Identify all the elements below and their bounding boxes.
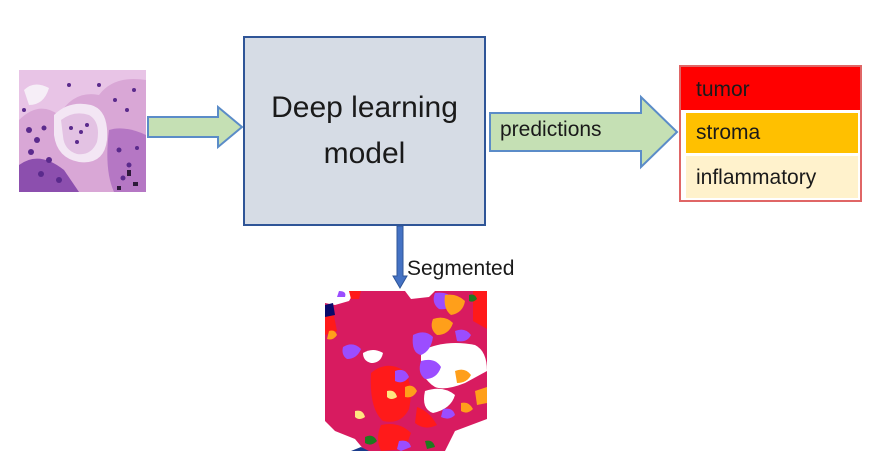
- segmentation-map-image: [325, 291, 487, 451]
- input-histology-image: [19, 70, 146, 192]
- legend-inflammatory: inflammatory: [686, 156, 858, 198]
- deep-learning-model-box: Deep learning model: [243, 36, 486, 226]
- input-to-model-arrow: [147, 104, 244, 150]
- model-label: Deep learning model: [271, 85, 458, 177]
- predictions-arrow: [489, 94, 679, 170]
- model-label-line-2: model: [323, 137, 406, 170]
- model-label-line-1: Deep learning: [271, 91, 458, 124]
- legend-tumor: tumor: [681, 67, 860, 110]
- class-legend: tumor stroma inflammatory: [679, 65, 862, 202]
- segmented-arrow: [392, 225, 408, 289]
- segmented-label: Segmented: [407, 257, 515, 280]
- predictions-label: predictions: [500, 118, 602, 141]
- legend-stroma: stroma: [686, 113, 858, 153]
